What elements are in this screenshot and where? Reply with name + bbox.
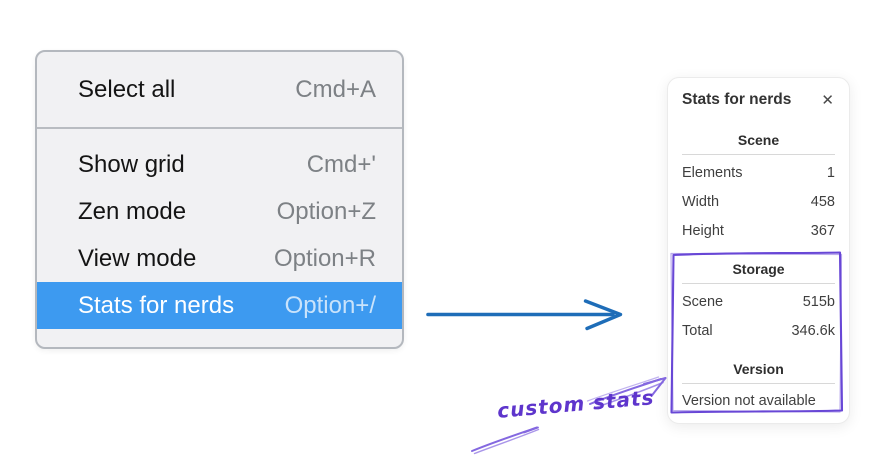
menu-item-shortcut: Option+Z <box>276 197 376 225</box>
menu-item-label: Zen mode <box>78 197 187 225</box>
flow-arrow <box>426 299 623 331</box>
menu-divider <box>37 127 402 129</box>
menu-item-label: Select all <box>78 75 176 103</box>
menu-item-shortcut: Cmd+A <box>295 75 376 103</box>
stat-row-height: Height 367 <box>682 217 835 246</box>
menu-section: Show grid Cmd+' Zen mode Option+Z View m… <box>37 129 402 329</box>
annotation-arrow-to-label <box>471 426 540 455</box>
stat-value: 458 <box>810 194 835 210</box>
menu-item-stats-for-nerds[interactable]: Stats for nerds Option+/ <box>37 282 402 329</box>
menu-item-shortcut: Cmd+' <box>306 150 376 178</box>
menu-item-select-all[interactable]: Select all Cmd+A <box>37 52 402 127</box>
menu-item-label: View mode <box>78 244 197 272</box>
stats-section-storage: Storage Scene 515b Total 346.6k <box>682 260 835 346</box>
stat-value: 346.6k <box>791 323 835 339</box>
stats-section-version: Version Version not available <box>682 360 835 414</box>
close-icon[interactable]: ✕ <box>821 90 834 109</box>
stats-section-scene: Scene Elements 1 Width 458 Height 367 <box>682 131 835 246</box>
stat-label: Width <box>682 194 720 210</box>
stat-row-elements: Elements 1 <box>682 159 835 188</box>
menu-item-view-mode[interactable]: View mode Option+R <box>37 235 402 282</box>
menu-item-zen-mode[interactable]: Zen mode Option+Z <box>37 188 402 235</box>
menu-item-label: Stats for nerds <box>78 291 235 319</box>
stat-row-width: Width 458 <box>682 188 835 217</box>
menu-item-label: Show grid <box>78 150 185 178</box>
stat-row-total-storage: Total 346.6k <box>682 317 835 346</box>
stat-label: Total <box>682 323 713 339</box>
stat-value: 515b <box>802 294 835 310</box>
stat-label: Elements <box>682 165 743 181</box>
section-heading: Version <box>733 361 784 377</box>
stat-row-scene-storage: Scene 515b <box>682 288 835 317</box>
section-divider <box>682 154 835 155</box>
stat-label: Height <box>682 223 724 239</box>
stat-value: 367 <box>810 223 835 239</box>
view-context-menu: Select all Cmd+A Show grid Cmd+' Zen mod… <box>35 50 404 349</box>
stat-value: 1 <box>826 165 835 181</box>
section-heading: Scene <box>737 132 780 148</box>
stats-for-nerds-panel: Stats for nerds ✕ Scene Elements 1 Width… <box>667 77 850 424</box>
annotation-label: custom stats <box>496 385 656 423</box>
menu-item-show-grid[interactable]: Show grid Cmd+' <box>37 141 402 188</box>
menu-item-shortcut: Option+/ <box>284 291 376 319</box>
menu-item-shortcut: Option+R <box>273 244 376 272</box>
stat-label: Scene <box>682 294 724 310</box>
stats-panel-header: Stats for nerds ✕ <box>682 89 835 111</box>
version-message: Version not available <box>682 393 816 409</box>
stats-panel-title: Stats for nerds <box>682 91 792 108</box>
section-heading: Storage <box>732 261 785 277</box>
